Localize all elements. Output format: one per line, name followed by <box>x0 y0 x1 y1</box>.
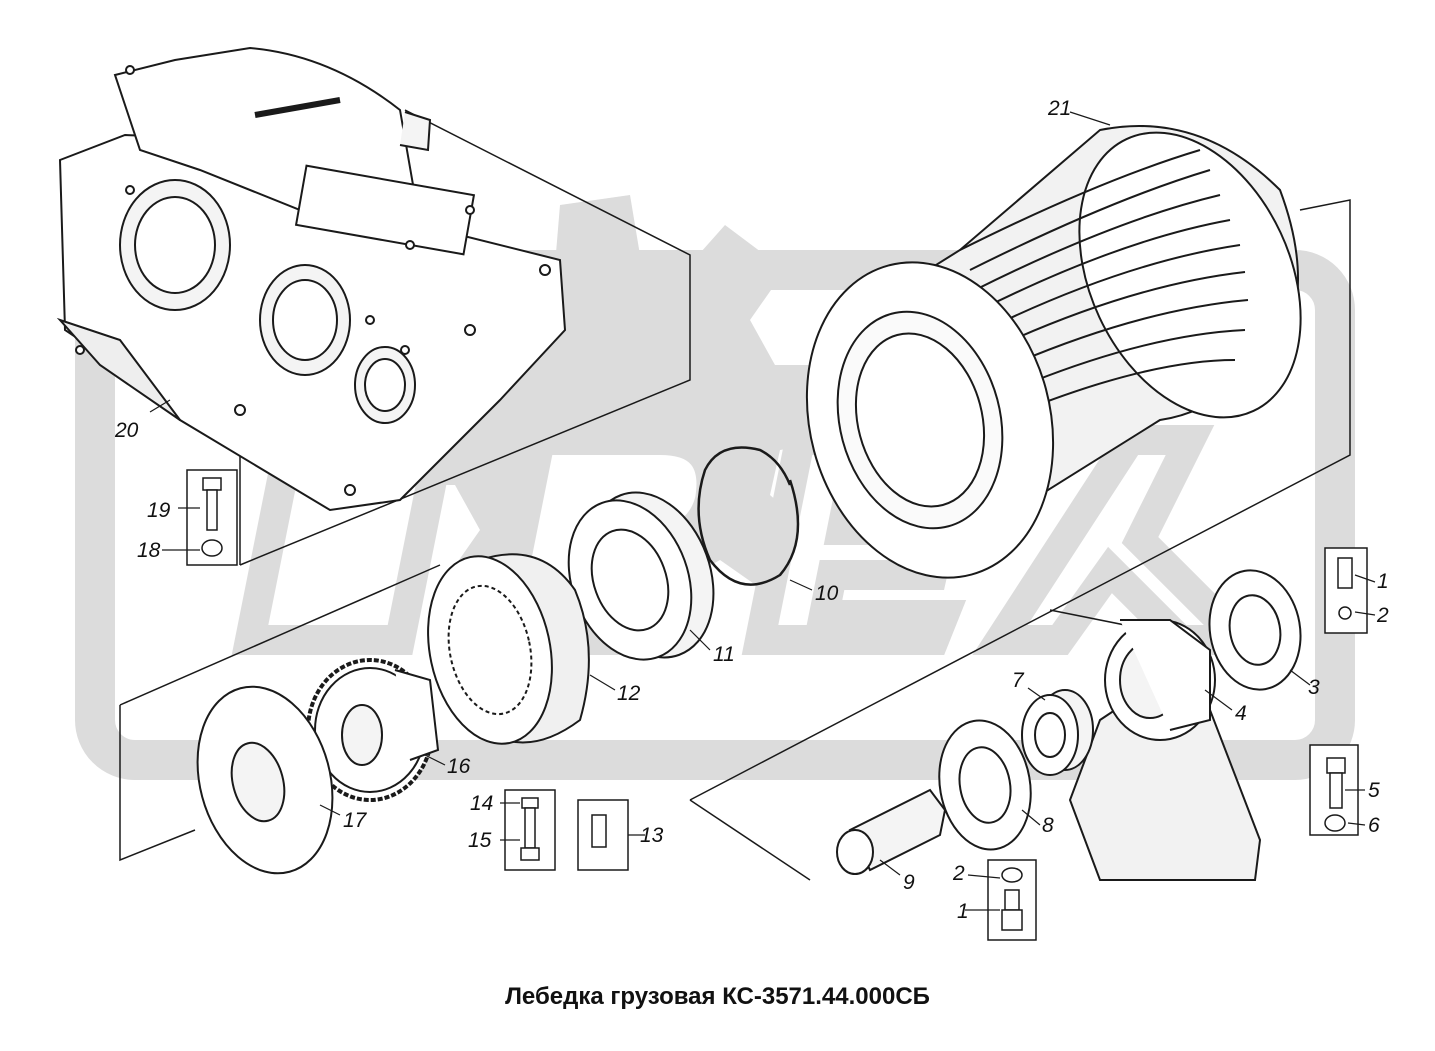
label-7: 7 <box>1012 669 1025 692</box>
label-1-bottom: 1 <box>957 900 969 923</box>
fastener-group-1-2-bottom <box>987 859 1037 941</box>
leader-lines <box>149 111 1376 911</box>
label-12: 12 <box>617 682 641 705</box>
part-labels: 21 20 19 18 1 2 3 4 5 6 7 8 9 10 11 12 1… <box>114 97 1389 923</box>
shim-ring <box>1208 569 1302 691</box>
label-3: 3 <box>1308 676 1320 699</box>
label-19: 19 <box>147 499 171 522</box>
label-13: 13 <box>640 824 664 847</box>
drive-shaft <box>836 788 947 875</box>
support-stand <box>1068 619 1262 881</box>
label-17: 17 <box>343 809 368 832</box>
label-10: 10 <box>815 582 839 605</box>
label-2-top: 2 <box>1376 604 1389 627</box>
label-11: 11 <box>713 643 735 666</box>
label-15: 15 <box>468 829 492 852</box>
label-14: 14 <box>470 792 493 815</box>
small-bearing <box>1021 689 1094 776</box>
end-cover-plate <box>938 719 1032 851</box>
drawing-caption: Лебедка грузовая КС-3571.44.000СБ <box>505 983 930 1010</box>
label-6: 6 <box>1368 814 1380 837</box>
roller-bearing-large <box>567 491 715 661</box>
label-20: 20 <box>114 419 139 442</box>
label-5: 5 <box>1368 779 1380 802</box>
label-2-bottom: 2 <box>952 862 965 885</box>
internal-gear-coupling <box>427 553 590 745</box>
label-9: 9 <box>903 871 915 894</box>
spur-gear <box>306 658 440 802</box>
fastener-group-14-15 <box>504 789 556 871</box>
fastener-group-13 <box>577 799 629 871</box>
label-21: 21 <box>1047 97 1071 120</box>
fastener-group-1-2-top <box>1324 547 1368 634</box>
gearbox-housing <box>56 46 567 512</box>
winch-drum <box>805 125 1302 579</box>
label-16: 16 <box>447 755 471 778</box>
label-8: 8 <box>1042 814 1054 837</box>
label-18: 18 <box>137 539 161 562</box>
fastener-group-19-18 <box>186 469 238 566</box>
assembly-outline-lines <box>119 109 1351 881</box>
flange-disc <box>196 685 334 875</box>
label-4: 4 <box>1235 702 1247 725</box>
snap-ring <box>697 446 800 586</box>
label-1-top: 1 <box>1377 570 1389 593</box>
